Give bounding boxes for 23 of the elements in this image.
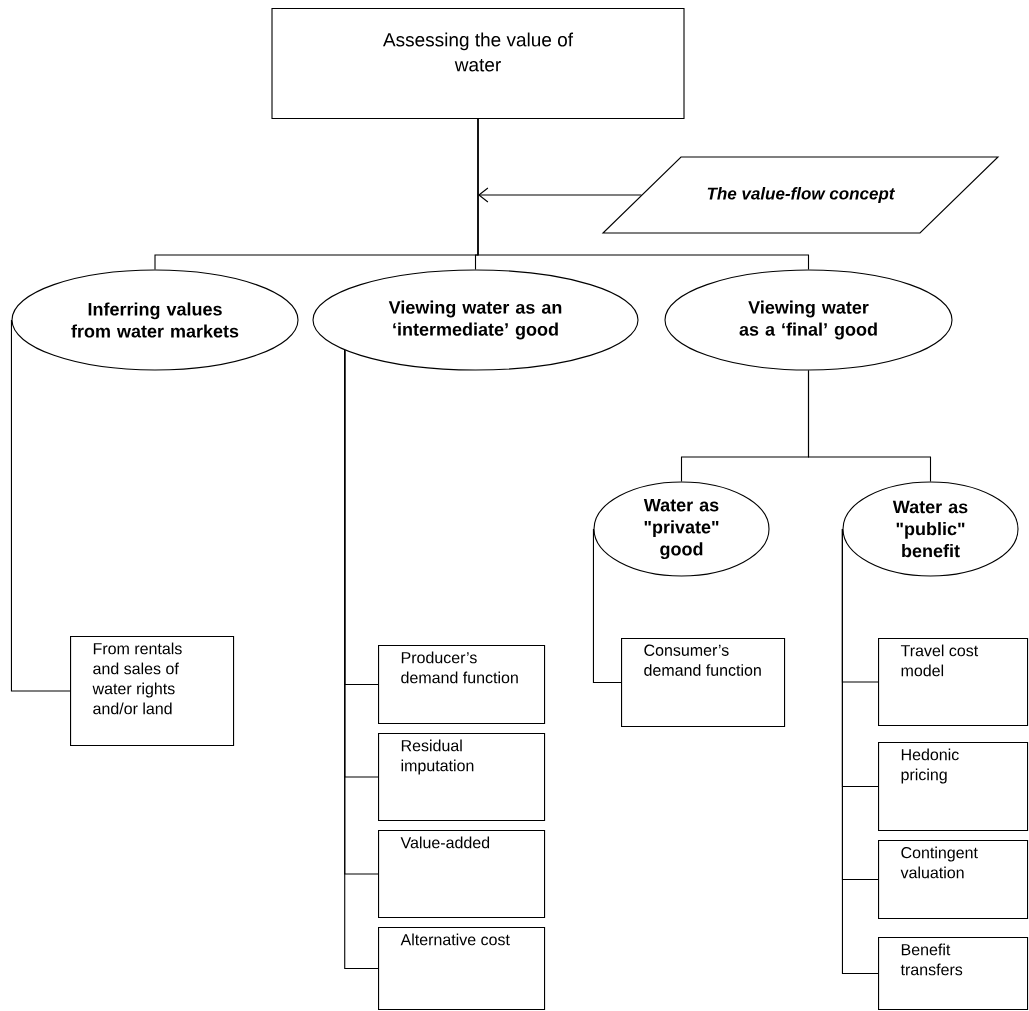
connector-line <box>10 319 71 692</box>
method-box: Travel cost model <box>878 638 1029 727</box>
arrow <box>478 187 642 203</box>
method-box: Residual imputation <box>378 733 546 822</box>
connector-line <box>477 118 810 270</box>
method-box: Alternative cost <box>378 927 546 1011</box>
method-box: Value-added <box>378 830 546 919</box>
connector-line <box>344 349 379 970</box>
ellipse-node: Viewing water as a ‘final’ good <box>664 269 953 371</box>
connector-line <box>807 370 932 482</box>
connector-line <box>592 528 622 684</box>
ellipse-node: Viewing water as an ‘intermediate’ good <box>312 269 639 371</box>
title-box: Assessing the value of water <box>271 8 685 120</box>
method-box: Contingent valuation <box>878 840 1029 920</box>
method-box: Producer’s demand function <box>378 645 546 725</box>
method-box: From rentals and sales of water rights and/or land <box>70 636 235 747</box>
method-box: Hedonic pricing <box>878 742 1029 832</box>
ellipse-node: Inferring values from water markets <box>11 269 299 371</box>
ellipse-node: Water as "private" good <box>593 481 770 577</box>
connector-line <box>841 528 879 975</box>
method-box: Consumer’s demand function <box>621 638 786 728</box>
ellipse-node: Water as "public" benefit <box>842 481 1019 577</box>
method-box: Benefit transfers <box>878 937 1029 1011</box>
